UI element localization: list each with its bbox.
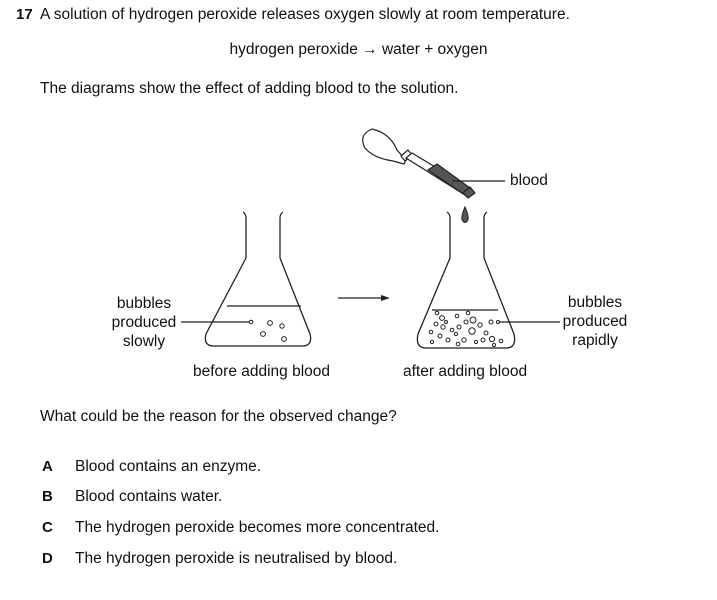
- caption-after: after adding blood: [403, 363, 528, 380]
- option-letter: A: [42, 458, 53, 475]
- option-letter: B: [42, 488, 53, 505]
- bubble: [444, 320, 448, 324]
- bubble: [488, 335, 496, 343]
- bubble: [473, 339, 479, 345]
- flask-after: [416, 211, 516, 349]
- bubble: [453, 331, 459, 337]
- question-prompt: What could be the reason for the observe…: [40, 408, 397, 425]
- option-text: The hydrogen peroxide is neutralised by …: [75, 550, 398, 567]
- flask-before: [204, 211, 312, 347]
- bubble: [455, 341, 461, 347]
- question-number: 17: [16, 6, 33, 23]
- bubble: [434, 310, 440, 316]
- label-bubbles-slow: bubbles produced slowly: [105, 294, 183, 351]
- bubble: [461, 337, 467, 343]
- word-equation: hydrogen peroxide → water + oxygen: [229, 41, 488, 58]
- option-text: The hydrogen peroxide becomes more conce…: [75, 519, 440, 536]
- bubble: [445, 337, 451, 343]
- option-text: Blood contains an enzyme.: [75, 458, 262, 475]
- option-text: Blood contains water.: [75, 488, 223, 505]
- bubble: [483, 330, 489, 336]
- caption-before: before adding blood: [193, 363, 331, 380]
- bubble: [463, 319, 469, 325]
- bubble: [428, 329, 434, 335]
- label-rapid-line-1: bubbles: [567, 294, 623, 311]
- bubbles-slow: [248, 319, 287, 342]
- label-rapid-line-2: produced: [562, 313, 628, 330]
- bubble: [469, 316, 477, 324]
- bubble: [437, 333, 443, 339]
- bubble: [496, 320, 500, 324]
- bubble: [468, 327, 476, 335]
- experiment-diagram: [181, 128, 560, 349]
- bubble: [440, 324, 446, 330]
- label-slow-line-3: slowly: [122, 333, 166, 350]
- bubble: [491, 342, 497, 348]
- bubble: [449, 327, 455, 333]
- option-letter: C: [42, 519, 53, 536]
- diagram-intro: The diagrams show the effect of adding b…: [40, 80, 459, 97]
- arrow-right-icon: [338, 295, 390, 301]
- label-slow-line-2: produced: [111, 314, 177, 331]
- bubble: [498, 338, 504, 344]
- blood-drop: [461, 205, 469, 223]
- bubble: [465, 310, 471, 316]
- label-slow-line-1: bubbles: [116, 295, 172, 312]
- bubbles-rapid: [428, 310, 504, 348]
- bubble: [477, 322, 483, 328]
- label-blood: blood: [510, 172, 548, 189]
- bubble: [488, 319, 494, 325]
- dropper: [362, 128, 476, 199]
- label-rapid-line-3: rapidly: [572, 332, 618, 349]
- bubble: [433, 321, 439, 327]
- bubble: [439, 315, 445, 321]
- bubble: [456, 324, 462, 330]
- option-letter: D: [42, 550, 53, 567]
- bubble: [480, 337, 486, 343]
- question-stem: A solution of hydrogen peroxide releases…: [40, 6, 570, 23]
- label-bubbles-rapid: bubbles produced rapidly: [556, 293, 634, 350]
- bubble: [454, 313, 460, 319]
- bubble: [429, 339, 435, 345]
